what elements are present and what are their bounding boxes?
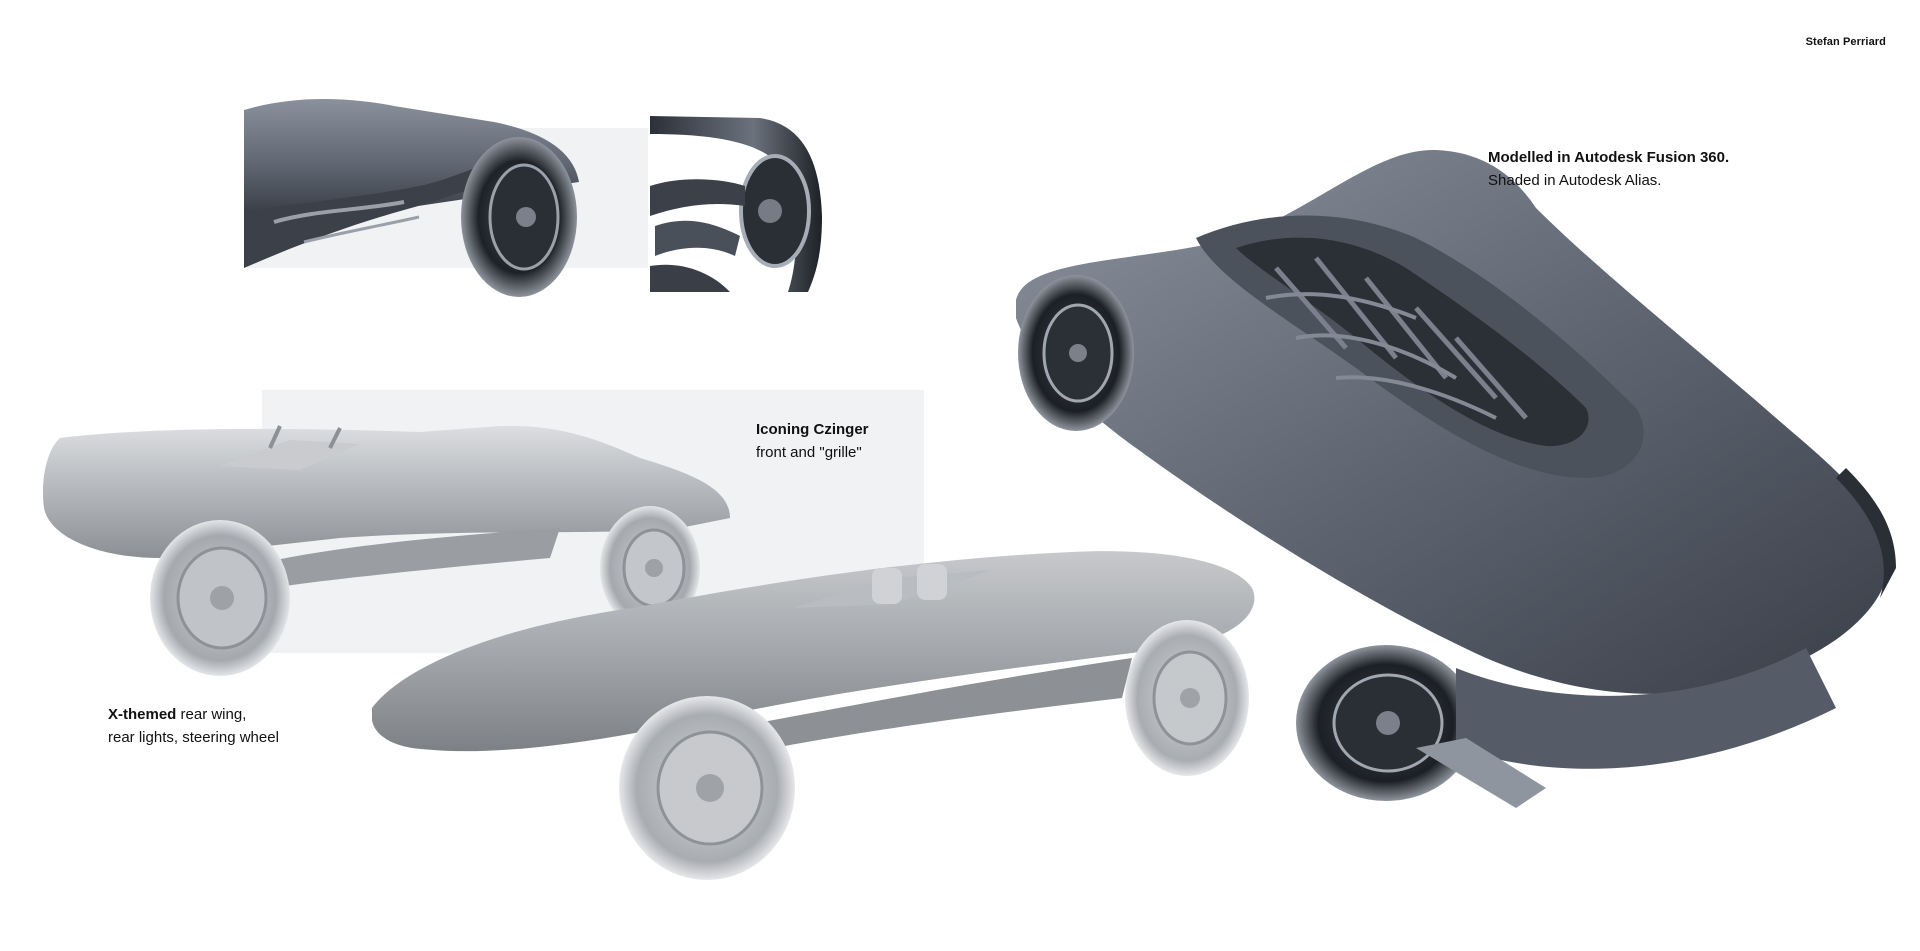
author-name: Stefan Perriard [1805, 36, 1886, 48]
caption-software-subtitle: Shaded in Autodesk Alias. [1488, 172, 1662, 189]
caption-czinger: Iconing Czinger front and "grille" [756, 418, 869, 464]
caption-software-title: Modelled in Autodesk Fusion 360. [1488, 149, 1730, 166]
render-side-view-light [40, 418, 740, 680]
caption-x-themed-line2: rear lights, steering wheel [108, 729, 279, 746]
render-top-view-dark [1016, 148, 1896, 810]
caption-software: Modelled in Autodesk Fusion 360. Shaded … [1488, 146, 1729, 192]
render-front-three-quarter-light [372, 548, 1278, 888]
render-wheel-arch-detail [650, 116, 828, 292]
caption-czinger-title: Iconing Czinger [756, 421, 869, 438]
caption-x-themed-line1: rear wing, [176, 706, 247, 723]
caption-x-themed-title: X-themed [108, 706, 177, 723]
render-rear-wheel-detail [244, 92, 594, 302]
caption-x-themed: X-themed rear wing, rear lights, steerin… [108, 703, 279, 749]
caption-czinger-subtitle: front and "grille" [756, 444, 862, 461]
